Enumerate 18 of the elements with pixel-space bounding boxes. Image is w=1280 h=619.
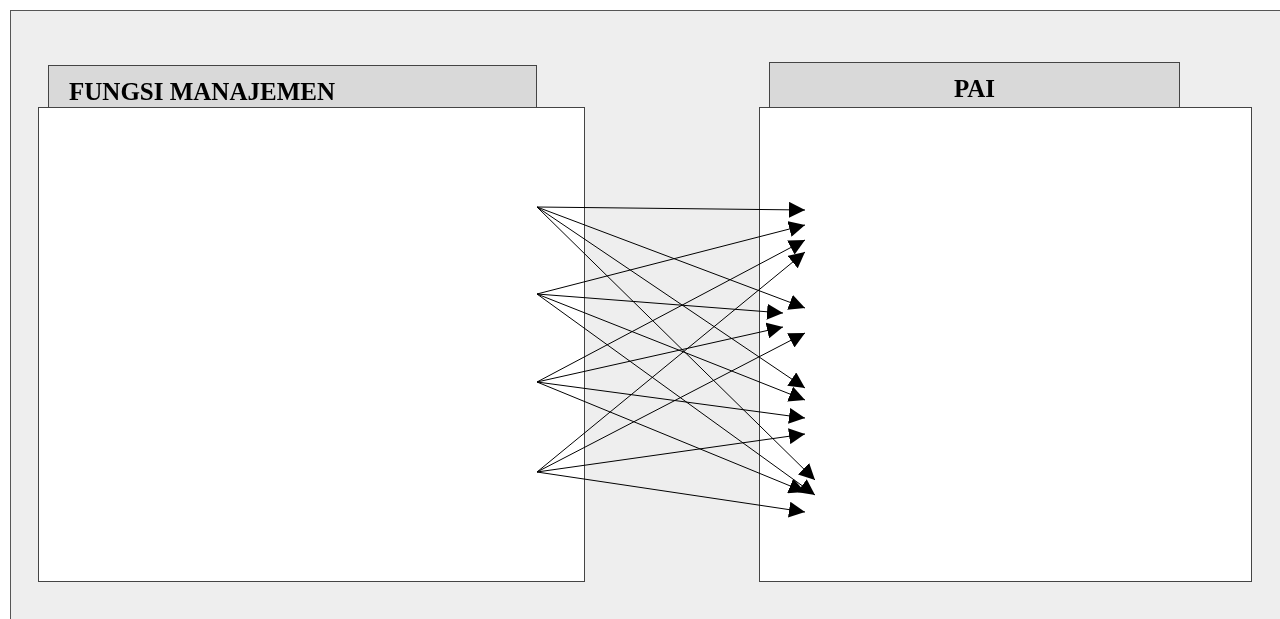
heading-tab [769, 62, 1180, 108]
arrow [536, 293, 806, 402]
arrow [536, 239, 806, 383]
heading-text: PAI [953, 75, 996, 103]
panel-box [38, 107, 585, 582]
arrow [536, 206, 806, 310]
arrow [536, 251, 806, 473]
panel-box [759, 107, 1252, 582]
arrow [536, 293, 816, 496]
heading-text: FUNGSI MANAJEMEN [69, 78, 335, 106]
arrow [536, 471, 806, 518]
arrow [536, 206, 816, 481]
heading-tab [48, 65, 537, 108]
arrow [536, 206, 806, 389]
arrow [536, 322, 784, 383]
arrow [536, 428, 806, 473]
arrow [536, 221, 806, 295]
arrow [536, 332, 806, 473]
